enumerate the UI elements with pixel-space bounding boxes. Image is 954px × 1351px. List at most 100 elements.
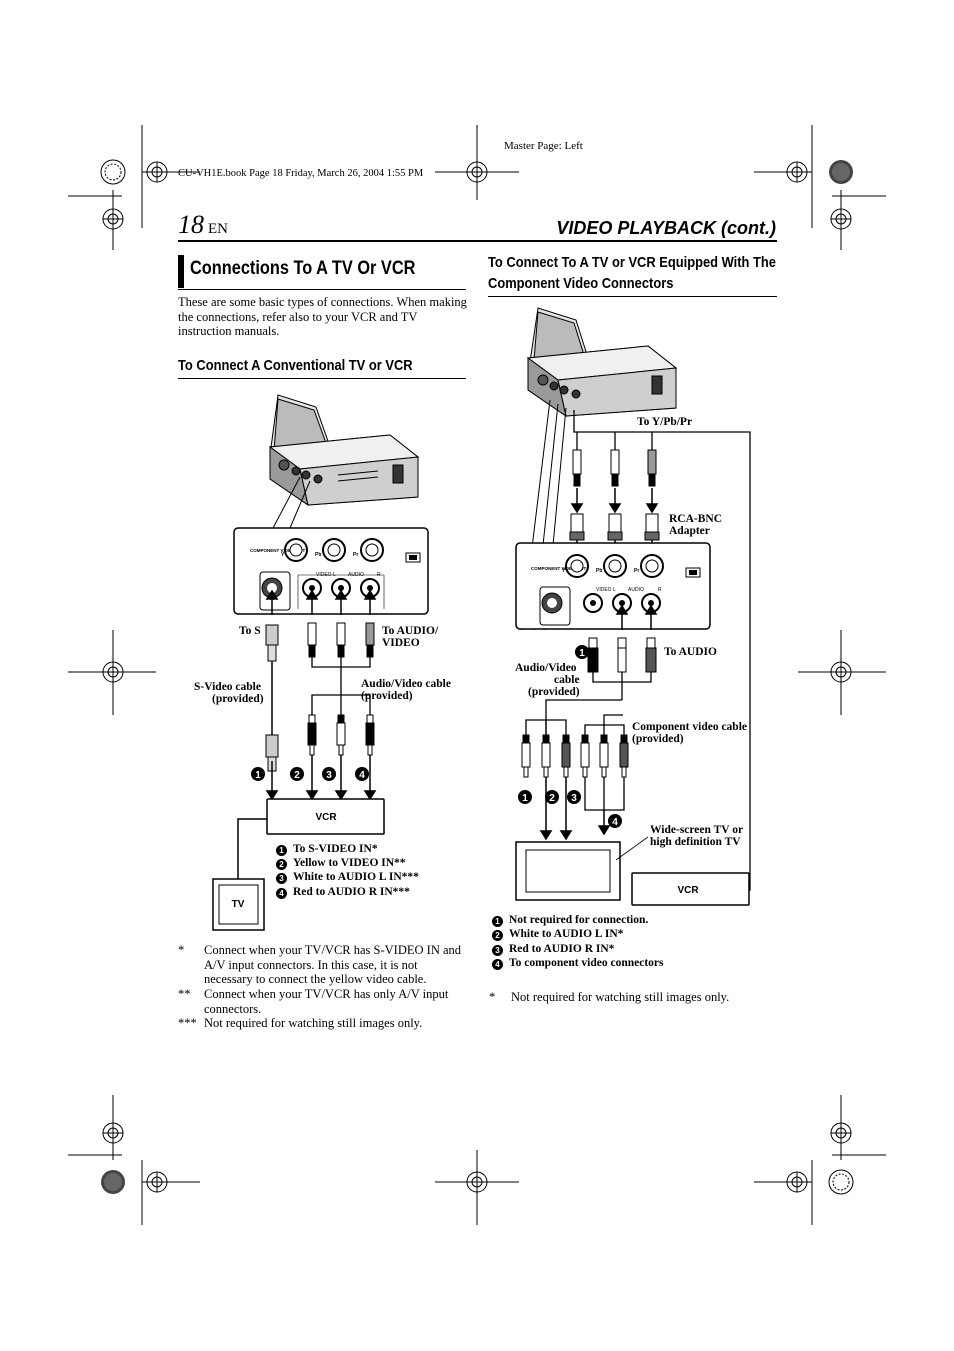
right-note-text: Not required for watching still images o… [511, 990, 730, 1004]
av-plugs-top [307, 622, 375, 756]
av-plugs-right [521, 637, 657, 811]
subtitle-rule [178, 378, 466, 379]
connector-panel-2: COMPONENT VIDEO OUT Y Pb Pr S VIDEO L AU… [515, 542, 711, 630]
label-to-audio-video-2: VIDEO [382, 637, 420, 649]
panel2-r-label: R [658, 587, 662, 593]
note-mark-1: * [178, 943, 185, 957]
camcorder-illustration-2 [526, 307, 678, 418]
panel-y-label: Y [281, 552, 285, 558]
label-rca-bnc-1: RCA-BNC [669, 513, 723, 525]
right-title-line-1: To Connect To A TV or VCR Equipped With … [488, 254, 776, 271]
left-legend-num: 4 [276, 888, 287, 899]
label-av-cable-1: Audio/Video cable [361, 678, 451, 690]
section-title: VIDEO PLAYBACK (cont.) [556, 218, 776, 238]
label-av-cable-r2: cable [554, 674, 580, 686]
page-lang: EN [208, 221, 228, 237]
panel-pb-label: Pb [315, 552, 321, 558]
bnc-adapters [569, 513, 660, 541]
note-text-1: Connect when your TV/VCR has S-VIDEO IN … [204, 943, 462, 986]
widescreen-tv [515, 836, 649, 901]
label-svideo-cable-2: (provided) [212, 693, 264, 705]
panel2-y-label: Y [562, 568, 566, 574]
left-num-1: 1 [255, 770, 261, 781]
vcr-box-2: VCR [631, 872, 750, 906]
tv-box: TV [212, 878, 265, 931]
note-mark-3: *** [178, 1016, 197, 1030]
master-page-label: Master Page: Left [504, 140, 583, 152]
right-title-rule [488, 296, 777, 297]
vcr2-label: VCR [677, 885, 699, 896]
left-diagram-numbers: 1 2 3 4 [251, 767, 369, 781]
label-av-cable-r1: Audio/Video [515, 662, 577, 674]
label-comp-cable-2: (provided) [632, 733, 684, 745]
label-comp-cable-1: Component video cable [632, 721, 747, 733]
right-num-2-badge [545, 790, 559, 804]
label-svideo-cable-1: S-Video cable [194, 681, 261, 693]
right-num-4: 4 [612, 817, 618, 828]
label-av-cable-r3: (provided) [528, 686, 580, 698]
right-note-mark: * [489, 990, 496, 1004]
right-num-1a: 1 [579, 648, 585, 659]
panel2-pr-label: Pr [634, 568, 639, 574]
right-num-4-badge [608, 814, 622, 828]
label-to-audio: To AUDIO [664, 646, 717, 658]
label-rca-bnc-2: Adapter [669, 525, 710, 537]
right-legend-num: 2 [492, 930, 503, 941]
subtitle-conventional: To Connect A Conventional TV or VCR [178, 357, 413, 374]
label-to-s: To S [239, 625, 261, 637]
component-connection-diagram: COMPONENT VIDEO OUT Y Pb Pr S VIDEO L AU… [515, 307, 751, 906]
page-title: Connections To A TV Or VCR [190, 258, 416, 279]
vcr-box: VCR [266, 798, 385, 835]
right-legend-num: 4 [492, 959, 503, 970]
left-num-2: 2 [294, 770, 300, 781]
panel2-component-label: COMPONENT VIDEO OUT [531, 566, 587, 571]
note-mark-2: ** [178, 987, 191, 1001]
right-num-2: 2 [549, 793, 555, 804]
rca-plugs [572, 432, 657, 487]
panel2-videol-label: VIDEO L [596, 587, 616, 593]
vcr-label: VCR [315, 812, 337, 823]
right-num-3: 3 [571, 793, 577, 804]
right-num-1-badge [575, 645, 589, 659]
header-rule [178, 240, 777, 242]
note-text-2: Connect when your TV/VCR has only A/V in… [204, 987, 449, 1016]
tv-label: TV [232, 899, 245, 910]
left-num-3: 3 [326, 770, 332, 781]
intro-text: These are some basic types of connection… [178, 295, 467, 338]
left-legend-num: 2 [276, 859, 287, 870]
label-widescreen-2: high definition TV [650, 836, 741, 848]
right-num-1b: 1 [522, 793, 528, 804]
label-to-ypbpr: To Y/Pb/Pr [637, 416, 693, 428]
label-av-cable-2: (provided) [361, 690, 413, 702]
left-num-4: 4 [359, 770, 365, 781]
right-legend-num: 1 [492, 916, 503, 927]
panel-pr-label: Pr [353, 552, 358, 558]
label-to-audio-video-1: To AUDIO/ [382, 625, 439, 637]
conventional-connection-diagram: COMPONENT VIDEO OUT Y Pb Pr S VIDEO L AU… [212, 394, 429, 931]
note-text-3: Not required for watching still images o… [204, 1016, 423, 1030]
title-rule [178, 289, 466, 290]
right-title-line-2: Component Video Connectors [488, 275, 674, 292]
connector-panel: COMPONENT VIDEO OUT Y Pb Pr S VIDEO L AU… [233, 527, 429, 615]
left-num-3-badge [322, 767, 336, 781]
left-num-2-badge [290, 767, 304, 781]
left-legend-num: 3 [276, 873, 287, 884]
right-num-3-badge [567, 790, 581, 804]
title-marker [178, 255, 184, 288]
panel-component-label: COMPONENT VIDEO OUT [250, 548, 306, 553]
right-num-1b-badge [518, 790, 532, 804]
label-widescreen-1: Wide-screen TV or [650, 824, 744, 836]
left-num-1-badge [251, 767, 265, 781]
left-num-4-badge [355, 767, 369, 781]
right-legend-num: 3 [492, 945, 503, 956]
camcorder-illustration [268, 394, 420, 507]
